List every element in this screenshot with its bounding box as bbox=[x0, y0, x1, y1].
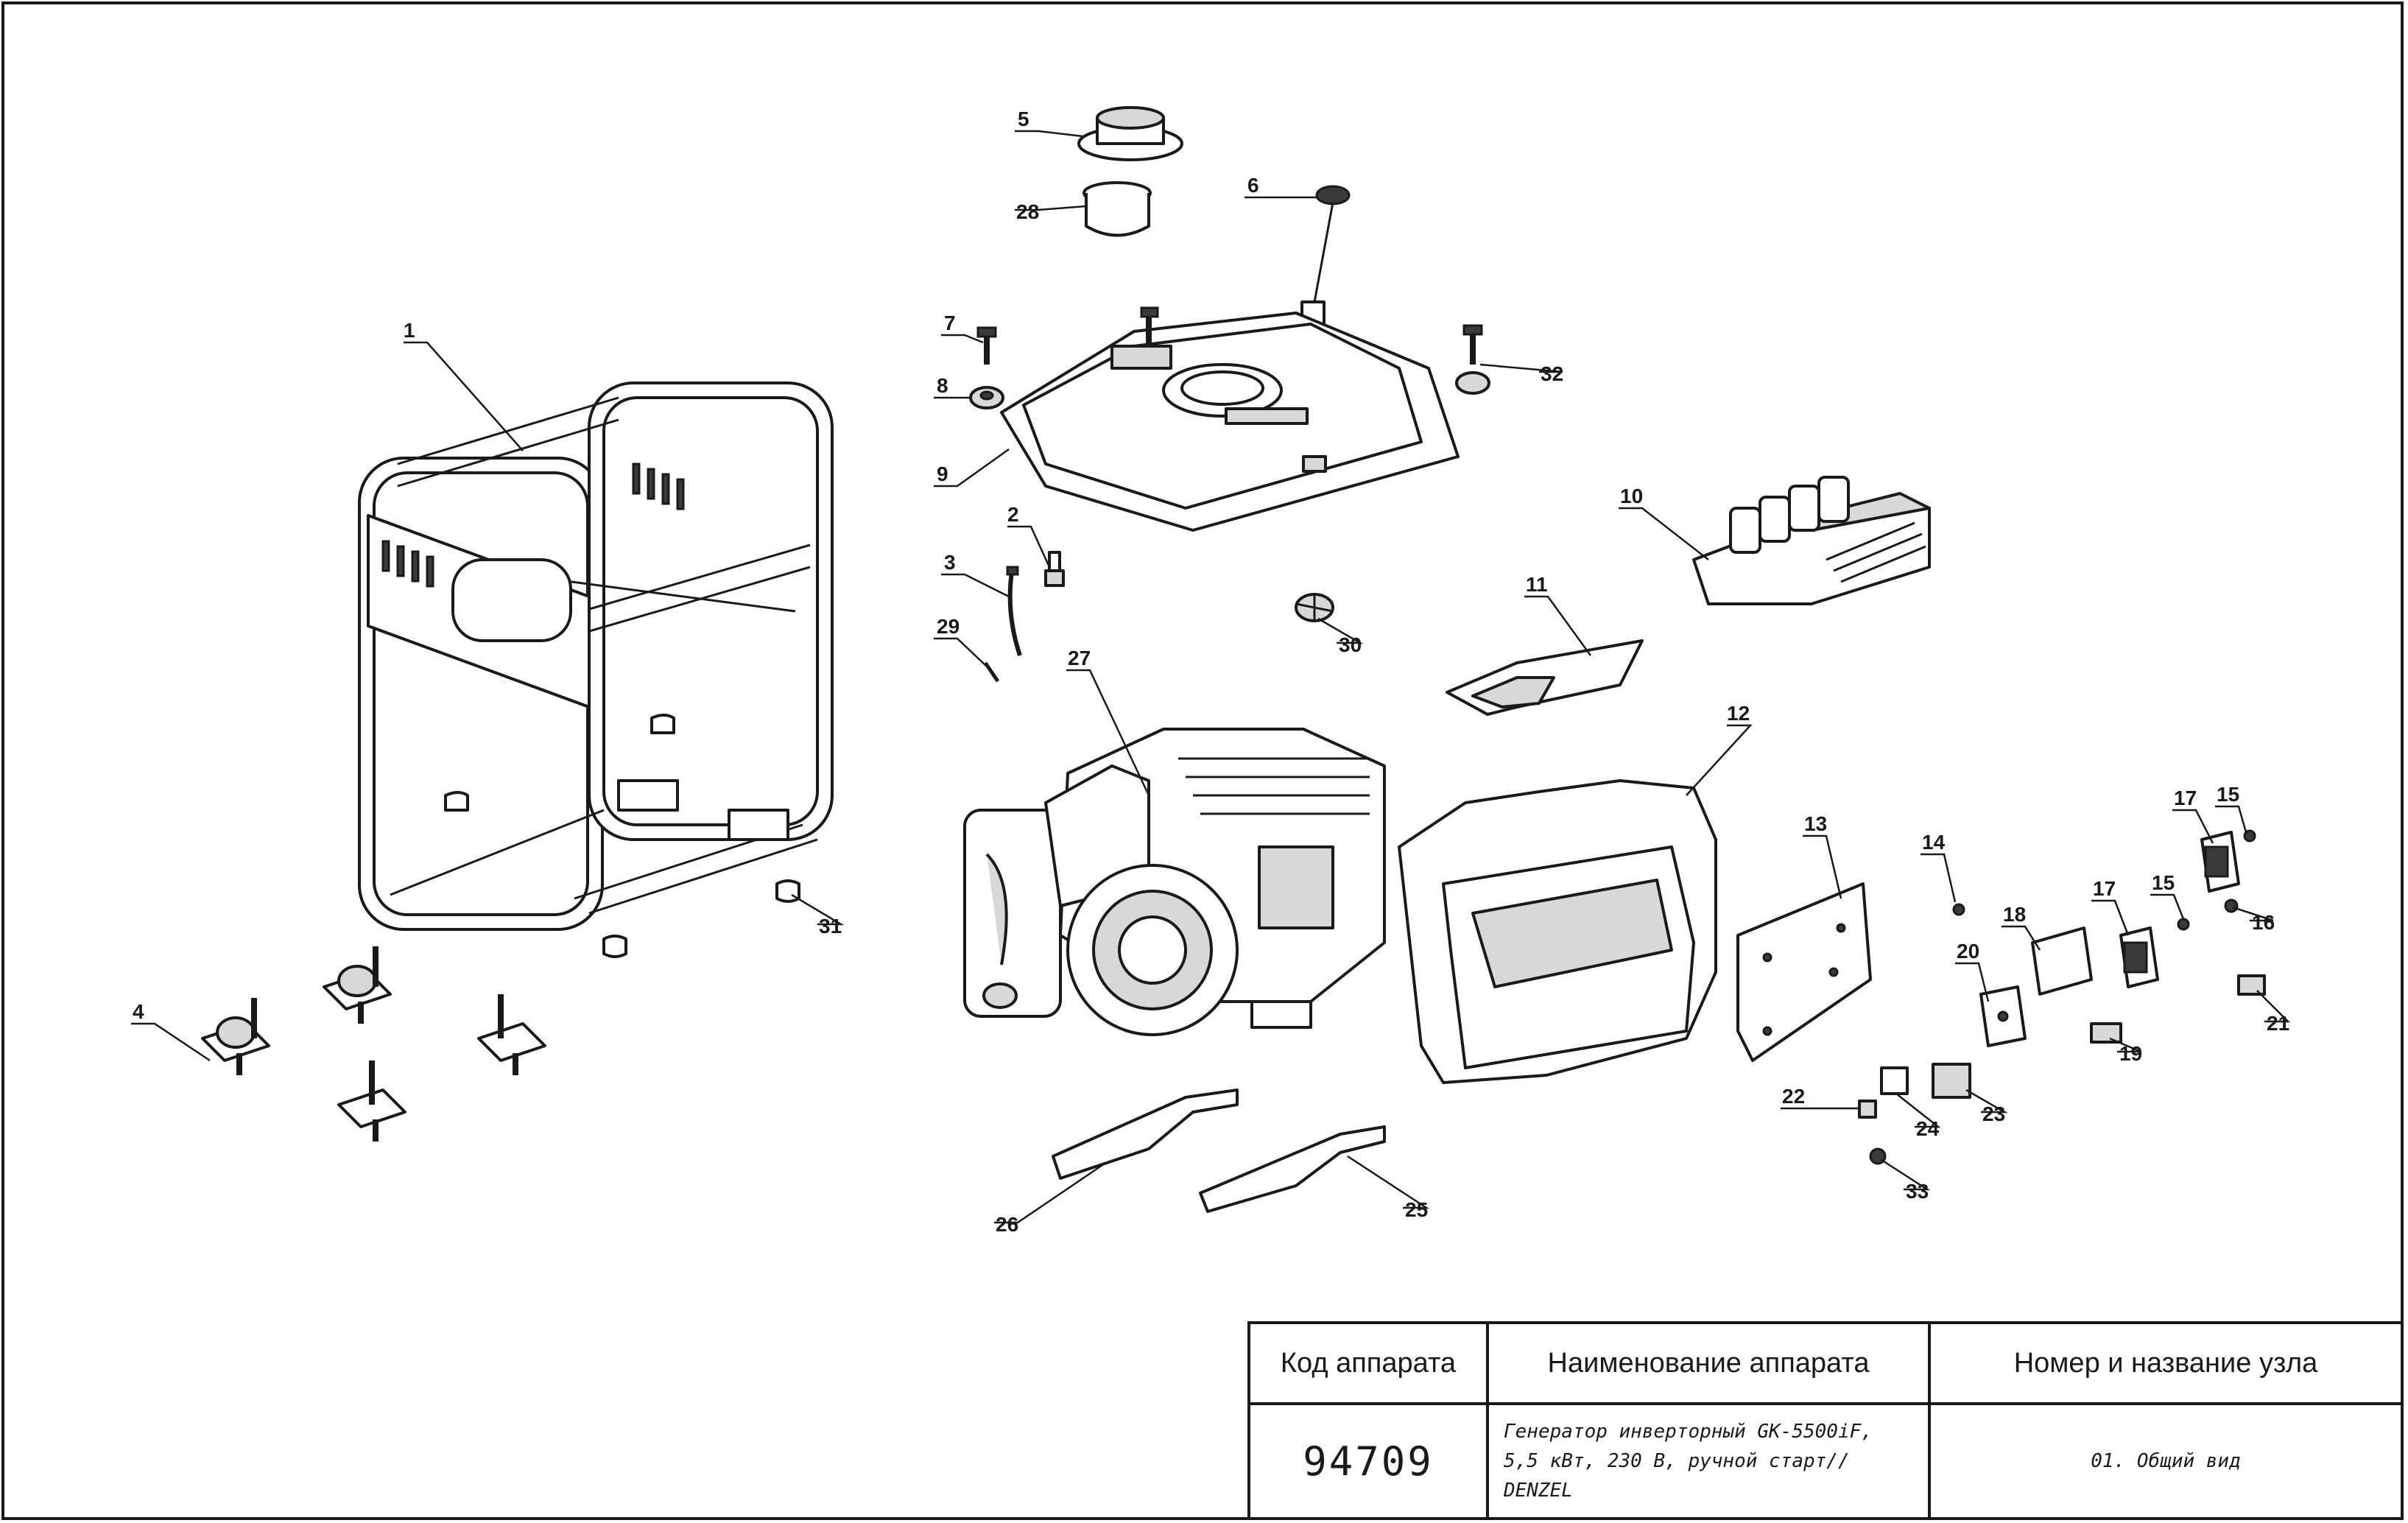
callout-24: 24 bbox=[1916, 1117, 1940, 1140]
part-21-switch bbox=[2237, 974, 2266, 996]
callout-18: 18 bbox=[2003, 903, 2026, 926]
callout-11: 11 bbox=[1526, 573, 1548, 596]
part-32-bolt-and-bush bbox=[1455, 324, 1490, 395]
callout-28: 28 bbox=[1016, 200, 1039, 223]
callout-8: 8 bbox=[937, 374, 948, 397]
callout-17a: 17 bbox=[2174, 787, 2197, 809]
part-31-rubber-bush bbox=[602, 879, 800, 958]
part-2-spark-plug bbox=[1044, 551, 1065, 587]
part-22-indicator bbox=[1858, 1100, 1877, 1119]
callout-25: 25 bbox=[1405, 1198, 1428, 1221]
callout-12: 12 bbox=[1727, 702, 1750, 725]
callout-15b: 15 bbox=[2152, 871, 2175, 894]
part-5-fuel-cap bbox=[1077, 106, 1183, 161]
part-23-breaker bbox=[1932, 1063, 1971, 1099]
title-block-divider bbox=[1486, 1324, 1489, 1517]
node-name: 01. Общий вид bbox=[2091, 1450, 2241, 1472]
part-16-screw bbox=[2224, 898, 2239, 913]
part-17-socket bbox=[2119, 831, 2240, 988]
device-code: 94709 bbox=[1303, 1438, 1434, 1485]
callout-20: 20 bbox=[1957, 940, 1979, 963]
callout-4: 4 bbox=[133, 1000, 144, 1023]
part-25-bracket bbox=[1199, 1125, 1386, 1213]
callout-6: 6 bbox=[1247, 174, 1259, 197]
callout-13: 13 bbox=[1804, 812, 1827, 835]
title-block-row-divider bbox=[1250, 1402, 2401, 1405]
part-13-control-panel bbox=[1736, 882, 1872, 1062]
part-9-fuel-tank bbox=[1000, 306, 1460, 532]
part-26-bracket bbox=[1052, 1088, 1239, 1180]
part-15-screw bbox=[2177, 829, 2256, 931]
callout-17b: 17 bbox=[2093, 877, 2116, 900]
part-1-frame bbox=[358, 381, 834, 931]
part-28-fuel-filter bbox=[1082, 181, 1152, 237]
name-header: Наименование аппарата bbox=[1547, 1347, 1870, 1379]
part-7-bolt bbox=[976, 326, 997, 365]
part-6-fuel-gauge bbox=[1300, 185, 1351, 329]
callout-9: 9 bbox=[937, 462, 948, 485]
callout-numbers: 1 2 3 4 5 6 7 8 9 10 11 12 13 14 15 15 1… bbox=[133, 108, 2289, 1236]
part-14-screw bbox=[1952, 903, 1965, 916]
callout-1: 1 bbox=[404, 319, 415, 342]
part-27-engine bbox=[963, 728, 1386, 1036]
callout-15a: 15 bbox=[2217, 783, 2239, 806]
callout-31: 31 bbox=[819, 915, 842, 938]
part-4-vibration-mount bbox=[201, 946, 546, 1142]
callout-7: 7 bbox=[944, 312, 956, 334]
part-30-valve bbox=[1295, 593, 1334, 622]
part-20-indicator-board bbox=[1979, 985, 2027, 1047]
callout-3: 3 bbox=[944, 551, 956, 574]
title-block: Код аппарата Наименование аппарата Номер… bbox=[1247, 1321, 2404, 1520]
device-name-line-2: 5,5 кВт, 230 В, ручной старт// DENZEL bbox=[1504, 1450, 1850, 1502]
device-name-line-1: Генератор инверторный GK-5500iF, bbox=[1504, 1421, 1873, 1443]
part-10-inverter-module bbox=[1692, 476, 1931, 605]
part-12-front-housing bbox=[1398, 779, 1717, 1084]
callout-30: 30 bbox=[1339, 633, 1362, 656]
node-header: Номер и название узла bbox=[2013, 1347, 2318, 1379]
callout-leaders bbox=[131, 130, 2291, 1224]
callout-32: 32 bbox=[1541, 362, 1563, 385]
callout-10: 10 bbox=[1620, 485, 1643, 507]
callout-33: 33 bbox=[1906, 1180, 1929, 1203]
callout-2: 2 bbox=[1007, 503, 1019, 526]
callout-23: 23 bbox=[1982, 1102, 2005, 1125]
callout-26: 26 bbox=[996, 1213, 1018, 1236]
callout-29: 29 bbox=[937, 615, 960, 638]
part-3-plug-wire bbox=[1006, 566, 1022, 656]
callout-27: 27 bbox=[1068, 647, 1091, 669]
part-18-module bbox=[2031, 926, 2093, 996]
part-19-switch bbox=[2090, 1022, 2122, 1044]
callout-21: 21 bbox=[2267, 1012, 2289, 1035]
part-29-screw bbox=[983, 661, 1000, 683]
part-8-rubber-bush bbox=[969, 386, 1004, 409]
callout-22: 22 bbox=[1782, 1085, 1805, 1108]
title-block-divider bbox=[1928, 1324, 1931, 1517]
device-name: Генератор инверторный GK-5500iF, 5,5 кВт… bbox=[1489, 1405, 1928, 1517]
callout-5: 5 bbox=[1018, 108, 1029, 130]
callout-16: 16 bbox=[2252, 911, 2275, 934]
part-11-air-deflector bbox=[1446, 639, 1644, 716]
callout-14: 14 bbox=[1922, 831, 1946, 854]
callout-19: 19 bbox=[2119, 1042, 2142, 1065]
part-24-switch bbox=[1880, 1066, 1909, 1095]
code-header: Код аппарата bbox=[1280, 1347, 1457, 1379]
